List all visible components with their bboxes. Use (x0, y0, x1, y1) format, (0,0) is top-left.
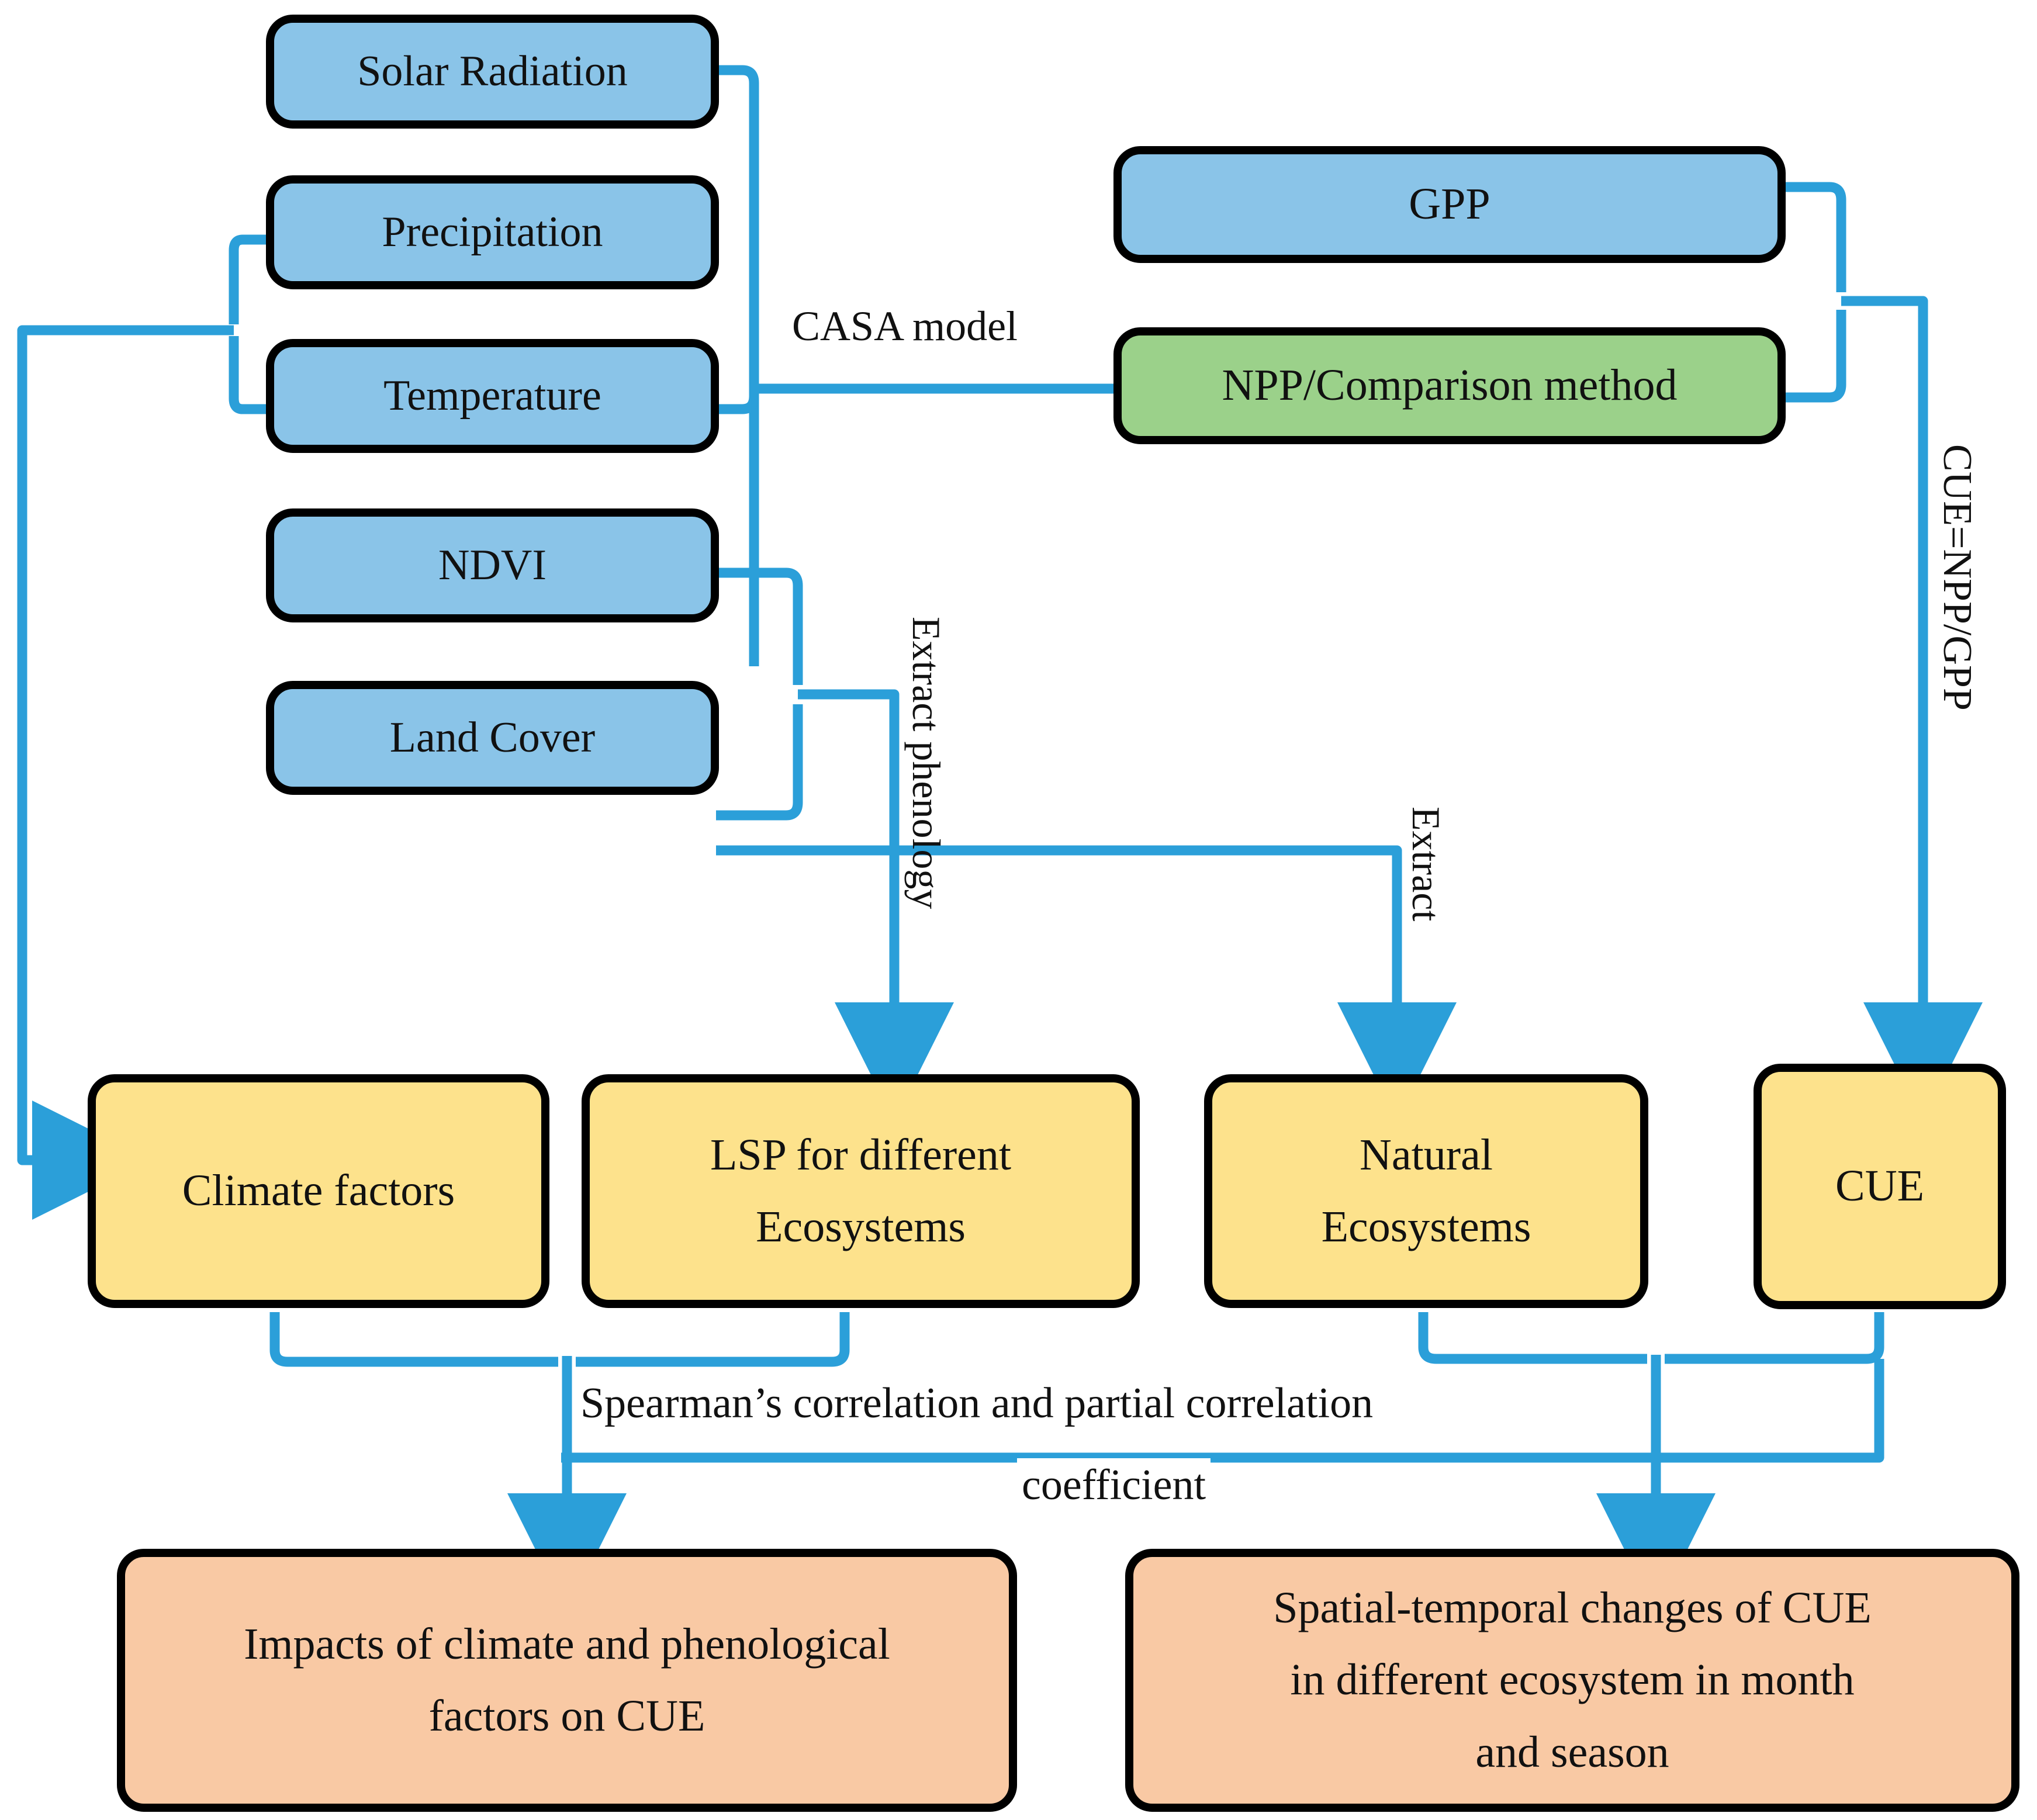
node-label: Precipitation (382, 207, 603, 256)
node-label: LSP for different Ecosystems (710, 1130, 1011, 1251)
node-land-cover[interactable]: Land Cover (266, 681, 719, 795)
edge-npp-bus (1786, 310, 1846, 403)
edge-cue-down (1665, 1312, 1884, 1364)
edge-label-cue-formula: CUE=NPP/GPP (1935, 444, 1980, 711)
edge-natural-down (1418, 1312, 1647, 1364)
node-npp-comparison-method[interactable]: NPP/Comparison method (1113, 327, 1786, 444)
edge-bus-to-cue (1841, 296, 1983, 1122)
edge-ndvi-merge (716, 568, 803, 685)
edge-lsp-down (576, 1312, 850, 1367)
edge-bus-to-climate (17, 325, 234, 1220)
node-label: Land Cover (389, 713, 596, 762)
node-label: CUE (1835, 1161, 1924, 1211)
node-solar-radiation[interactable]: Solar Radiation (266, 15, 719, 129)
edge-climate-down (269, 1312, 558, 1367)
edge-spearman-rail (561, 1359, 1884, 1463)
node-impacts-of-climate-and-phenological-factors-on-cue[interactable]: Impacts of climate and phenological fact… (117, 1549, 1017, 1812)
node-label: Solar Radiation (357, 47, 628, 95)
edge-temperature-to-casa (716, 396, 759, 414)
node-label: Natural Ecosystems (1321, 1130, 1531, 1251)
edge-gpp-bus (1786, 182, 1846, 292)
node-label: GPP (1409, 179, 1490, 229)
node-label: Climate factors (182, 1166, 455, 1216)
edge-merge-to-phenology (798, 689, 954, 1122)
edge-label-extract: Extract (1404, 807, 1448, 922)
node-temperature[interactable]: Temperature (266, 339, 719, 453)
edge-label-extract-phenology: Extract phenology (904, 617, 949, 909)
node-lsp-for-different-ecosystems[interactable]: LSP for different Ecosystems (582, 1074, 1140, 1308)
node-label: Spatial-temporal changes of CUE in diffe… (1273, 1583, 1872, 1777)
node-gpp[interactable]: GPP (1113, 146, 1786, 263)
node-cue[interactable]: CUE (1754, 1064, 2006, 1309)
node-label: Temperature (383, 371, 601, 420)
node-label: NPP/Comparison method (1222, 361, 1678, 410)
edge-precipitation-bus (229, 234, 266, 324)
node-label: NDVI (438, 541, 547, 589)
edge-temperature-bus (229, 336, 266, 414)
node-ndvi[interactable]: NDVI (266, 508, 719, 622)
node-natural-ecosystems[interactable]: Natural Ecosystems (1204, 1074, 1648, 1308)
node-spatial-temporal-changes-of-cue[interactable]: Spatial-temporal changes of CUE in diffe… (1125, 1549, 2019, 1812)
edge-label-casa-model: CASA model (792, 303, 1018, 350)
node-precipitation[interactable]: Precipitation (266, 175, 719, 289)
edge-solar-to-casa (716, 65, 759, 666)
node-label: Impacts of climate and phenological fact… (244, 1619, 890, 1741)
edge-label-spearman-line1: Spearman’s correlation and partial corre… (576, 1376, 1378, 1431)
edge-label-spearman-line2: coefficient (1017, 1458, 1211, 1513)
edge-landcover-merge (716, 704, 803, 821)
node-climate-factors[interactable]: Climate factors (88, 1074, 549, 1308)
edge-landcover-to-natural (716, 845, 1457, 1122)
